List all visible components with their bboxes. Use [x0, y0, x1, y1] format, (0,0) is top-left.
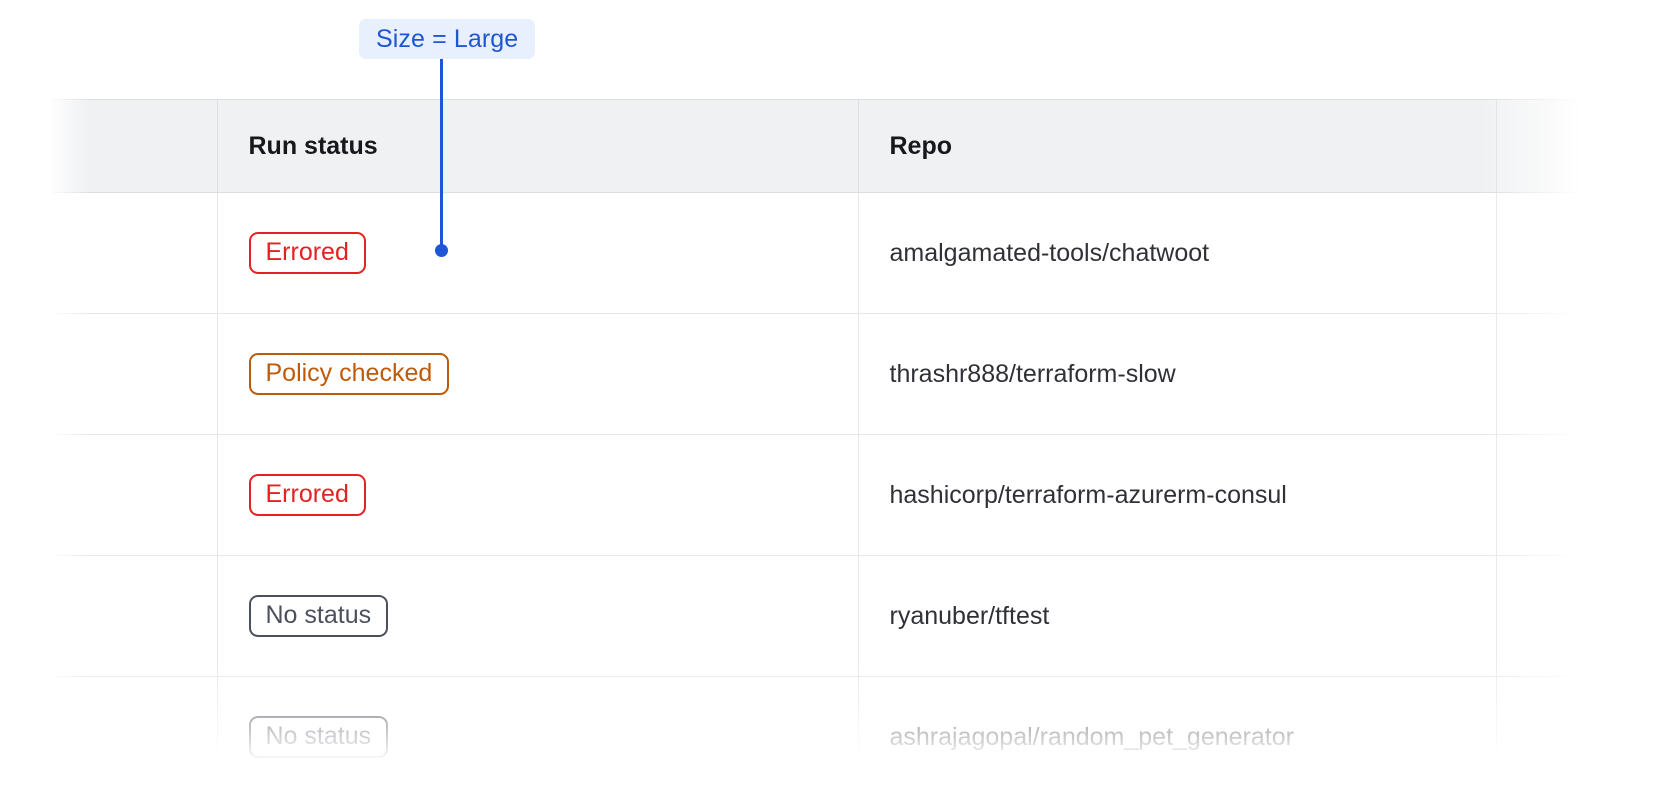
table-body: Errored amalgamated-tools/chatwoot Polic… — [52, 192, 1672, 788]
column-header-run-status-label: Run status — [248, 131, 378, 160]
row-extra-cell — [1496, 434, 1672, 556]
table-row[interactable]: No status ashrajagopal/random_pet_genera… — [52, 676, 1672, 788]
row-extra-cell — [1496, 555, 1672, 677]
status-badge-label: Errored — [265, 237, 349, 266]
status-badge-label: No status — [265, 721, 372, 750]
row-status-cell: Errored — [217, 434, 859, 556]
row-status-cell: Policy checked — [217, 313, 859, 435]
status-badge[interactable]: No status — [248, 595, 389, 637]
row-select-cell[interactable] — [52, 555, 218, 677]
table-row[interactable]: Policy checked thrashr888/terraform-slow — [52, 313, 1672, 435]
row-extra-cell — [1496, 676, 1672, 788]
row-select-cell[interactable] — [52, 434, 218, 556]
annotation-chip[interactable]: Size = Large — [359, 19, 536, 59]
table-row[interactable]: Errored hashicorp/terraform-azurerm-cons… — [52, 434, 1672, 556]
row-extra-cell — [1496, 192, 1672, 314]
row-select-cell[interactable] — [52, 676, 218, 788]
row-status-cell: No status — [217, 676, 859, 788]
status-badge[interactable]: Errored — [248, 474, 366, 516]
row-repo-cell: ashrajagopal/random_pet_generator — [858, 676, 1497, 788]
table-header: Run status Repo — [52, 99, 1672, 193]
table-row[interactable]: Errored amalgamated-tools/chatwoot — [52, 192, 1672, 314]
column-header-repo-label: Repo — [889, 131, 953, 160]
column-header-repo[interactable]: Repo — [858, 99, 1497, 193]
row-repo-cell: amalgamated-tools/chatwoot — [858, 192, 1497, 314]
repo-name: ashrajagopal/random_pet_generator — [889, 722, 1294, 751]
status-badge-label: Policy checked — [265, 358, 433, 387]
annotation-chip-label: Size = Large — [376, 24, 519, 53]
repo-name: thrashr888/terraform-slow — [889, 359, 1176, 388]
row-repo-cell: thrashr888/terraform-slow — [858, 313, 1497, 435]
row-select-cell[interactable] — [52, 313, 218, 435]
column-header-run-status[interactable]: Run status — [217, 99, 859, 193]
row-status-cell: No status — [217, 555, 859, 677]
column-header-extra[interactable] — [1496, 99, 1672, 193]
repo-name: hashicorp/terraform-azurerm-consul — [889, 480, 1287, 509]
row-status-cell: Errored — [217, 192, 859, 314]
row-select-cell[interactable] — [52, 192, 218, 314]
row-repo-cell: ryanuber/tftest — [858, 555, 1497, 677]
run-status-table: Run status Repo Errored — [52, 99, 1672, 788]
status-badge[interactable]: Errored — [248, 232, 366, 274]
status-badge[interactable]: No status — [248, 716, 389, 758]
column-header-select[interactable] — [52, 99, 218, 193]
status-badge-label: Errored — [265, 479, 349, 508]
table-header-row: Run status Repo — [52, 99, 1672, 193]
status-badge-label: No status — [265, 600, 372, 629]
repo-name: ryanuber/tftest — [889, 601, 1050, 630]
repo-name: amalgamated-tools/chatwoot — [889, 238, 1210, 267]
status-badge[interactable]: Policy checked — [248, 353, 450, 395]
row-extra-cell — [1496, 313, 1672, 435]
row-repo-cell: hashicorp/terraform-azurerm-consul — [858, 434, 1497, 556]
table-row[interactable]: No status ryanuber/tftest — [52, 555, 1672, 677]
